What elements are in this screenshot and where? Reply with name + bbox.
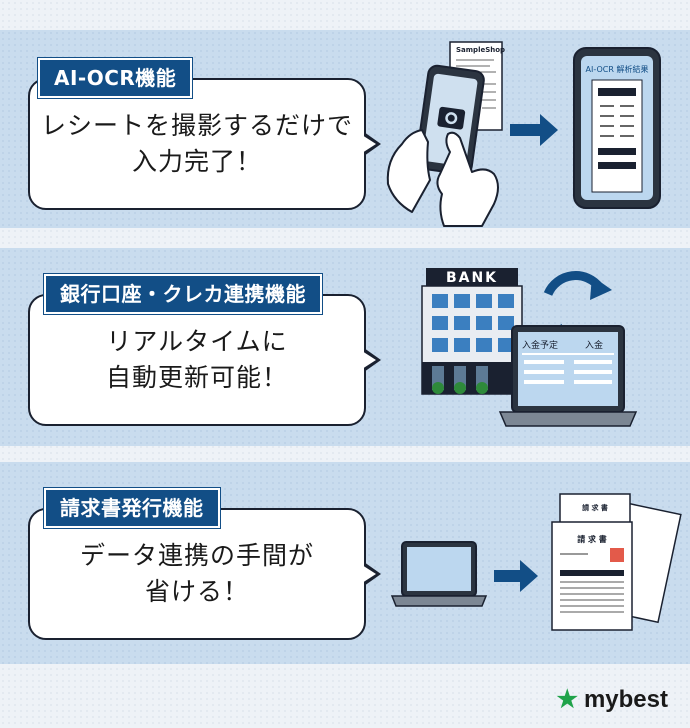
laptop-icon [390,541,488,607]
mybest-logo: ★ mybest [556,685,668,714]
feature-label: AI-OCR機能 [38,58,193,98]
phone-camera-icon [415,64,485,176]
speech-bubble: リアルタイムに 自動更新可能！ [28,294,381,426]
invoice-title: 請 求 書 [577,534,607,544]
hand-icon [386,129,499,227]
panel-invoice: データ連携の手間が 省ける！ 請求書発行機能 請 求 書 請 求 書 [0,462,690,664]
bubble-text: データ連携の手間が 省ける！ [30,538,364,610]
bank-sync-illustration: BANK 入金予定 入金 [421,268,638,427]
feature-label: 銀行口座・クレカ連携機能 [44,274,322,314]
laptop-col-2: 入金 [585,339,603,351]
feature-label: 請求書発行機能 [44,488,220,528]
invoice-stack-icon: 請 求 書 請 求 書 [551,493,682,631]
bubble-line-1: データ連携の手間が [79,541,314,570]
bubble-line-1: レシートを撮影するだけで [40,111,353,140]
invoice-illustration: 請 求 書 請 求 書 [390,493,682,631]
bubble-text: リアルタイムに 自動更新可能！ [30,324,364,396]
laptop-col-1: 入金予定 [522,339,558,351]
panel-ai-ocr: レシートを撮影するだけで 入力完了！ AI-OCR機能 SampleShop [0,30,690,228]
bubble-line-1: リアルタイムに [106,327,288,356]
star-icon: ★ [556,686,578,713]
panel-bank-card-sync: リアルタイムに 自動更新可能！ 銀行口座・クレカ連携機能 BANK [0,248,690,446]
bubble-text: レシートを撮影するだけで 入力完了！ [30,108,364,180]
bubble-tail [362,132,381,156]
result-phone-icon: AI-OCR 解析結果 [573,47,661,209]
bubble-tail [362,348,381,372]
receipt-title: SampleShop [456,46,505,54]
arrow-icon [510,114,558,146]
phone-screen-title: AI-OCR 解析結果 [586,64,649,74]
bubble-line-2: 入力完了！ [131,147,262,176]
bubble-tail [362,562,381,586]
bank-building-icon: BANK [421,268,523,395]
arrow-icon [494,560,538,592]
bubble-line-2: 自動更新可能！ [105,363,288,392]
svg-text:請 求 書: 請 求 書 [582,503,608,512]
logo-text: mybest [583,685,668,713]
laptop-icon: 入金予定 入金 [498,325,638,427]
ocr-illustration: SampleShop AI-OCR 解析結果 [386,41,661,227]
speech-bubble: レシートを撮影するだけで 入力完了！ [28,78,381,210]
speech-bubble: データ連携の手間が 省ける！ [28,508,381,640]
bubble-line-2: 省ける！ [144,577,249,606]
bank-sign: BANK [446,270,498,286]
